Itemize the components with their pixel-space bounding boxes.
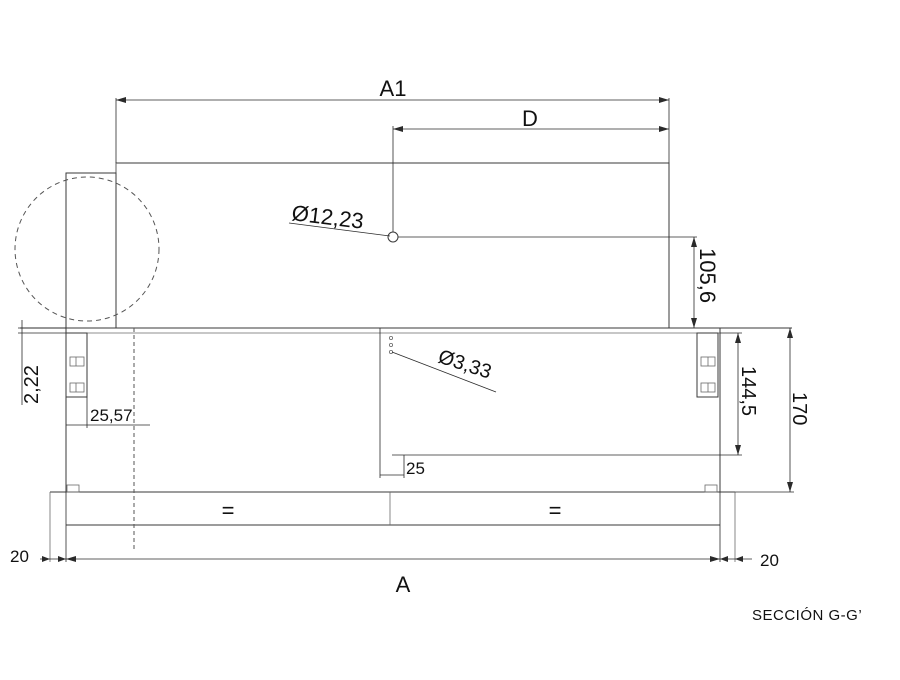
- left-bracket: [65, 332, 88, 398]
- upper-body: [115, 162, 670, 329]
- dimension-total-height: [735, 328, 794, 493]
- dim-label-a1: A1: [380, 76, 407, 101]
- lower-body: [20, 327, 792, 562]
- dimension-overall-width: [65, 492, 721, 562]
- small-holes: [388, 335, 393, 354]
- dim-label-overall-width: A: [396, 572, 411, 597]
- dim-label-large-hole: Ø12,23: [290, 200, 365, 234]
- right-bracket: [696, 332, 719, 398]
- dim-label-plate-thickness: 2,22: [21, 365, 43, 404]
- equal-mark-right: =: [549, 498, 562, 523]
- dim-label-small-offset: 25: [406, 459, 425, 478]
- dimension-a1: [115, 97, 670, 163]
- dim-label-small-hole-height: 144,5: [737, 366, 759, 416]
- dimension-hole-height: [398, 236, 697, 328]
- dimension-left-margin: [40, 556, 66, 562]
- dim-label-d: D: [522, 106, 538, 131]
- equal-mark-left: =: [222, 498, 235, 523]
- dim-label-small-hole: Ø3,33: [435, 346, 494, 384]
- dim-label-right-margin: 20: [760, 551, 779, 570]
- dimension-right-margin: [720, 556, 752, 562]
- dimension-plate-thickness: [18, 320, 66, 405]
- dimension-d: [392, 126, 669, 232]
- section-title: SECCIÓN G-G’: [752, 607, 862, 624]
- dimension-bracket-depth: [66, 397, 150, 428]
- leader-small-hole: [391, 351, 497, 393]
- dim-label-left-margin: 20: [10, 547, 29, 566]
- side-panel: [14, 172, 160, 329]
- dimension-small-hole-height: [392, 332, 742, 456]
- dim-label-bracket-depth: 25,57: [90, 406, 133, 425]
- leader-large-hole: [288, 222, 391, 237]
- dim-label-hole-height: 105,6: [695, 248, 720, 303]
- dim-label-total-height: 170: [788, 392, 810, 425]
- large-hole: [387, 231, 399, 243]
- dimension-small-offset: [379, 328, 405, 478]
- detail-circle: [14, 176, 160, 322]
